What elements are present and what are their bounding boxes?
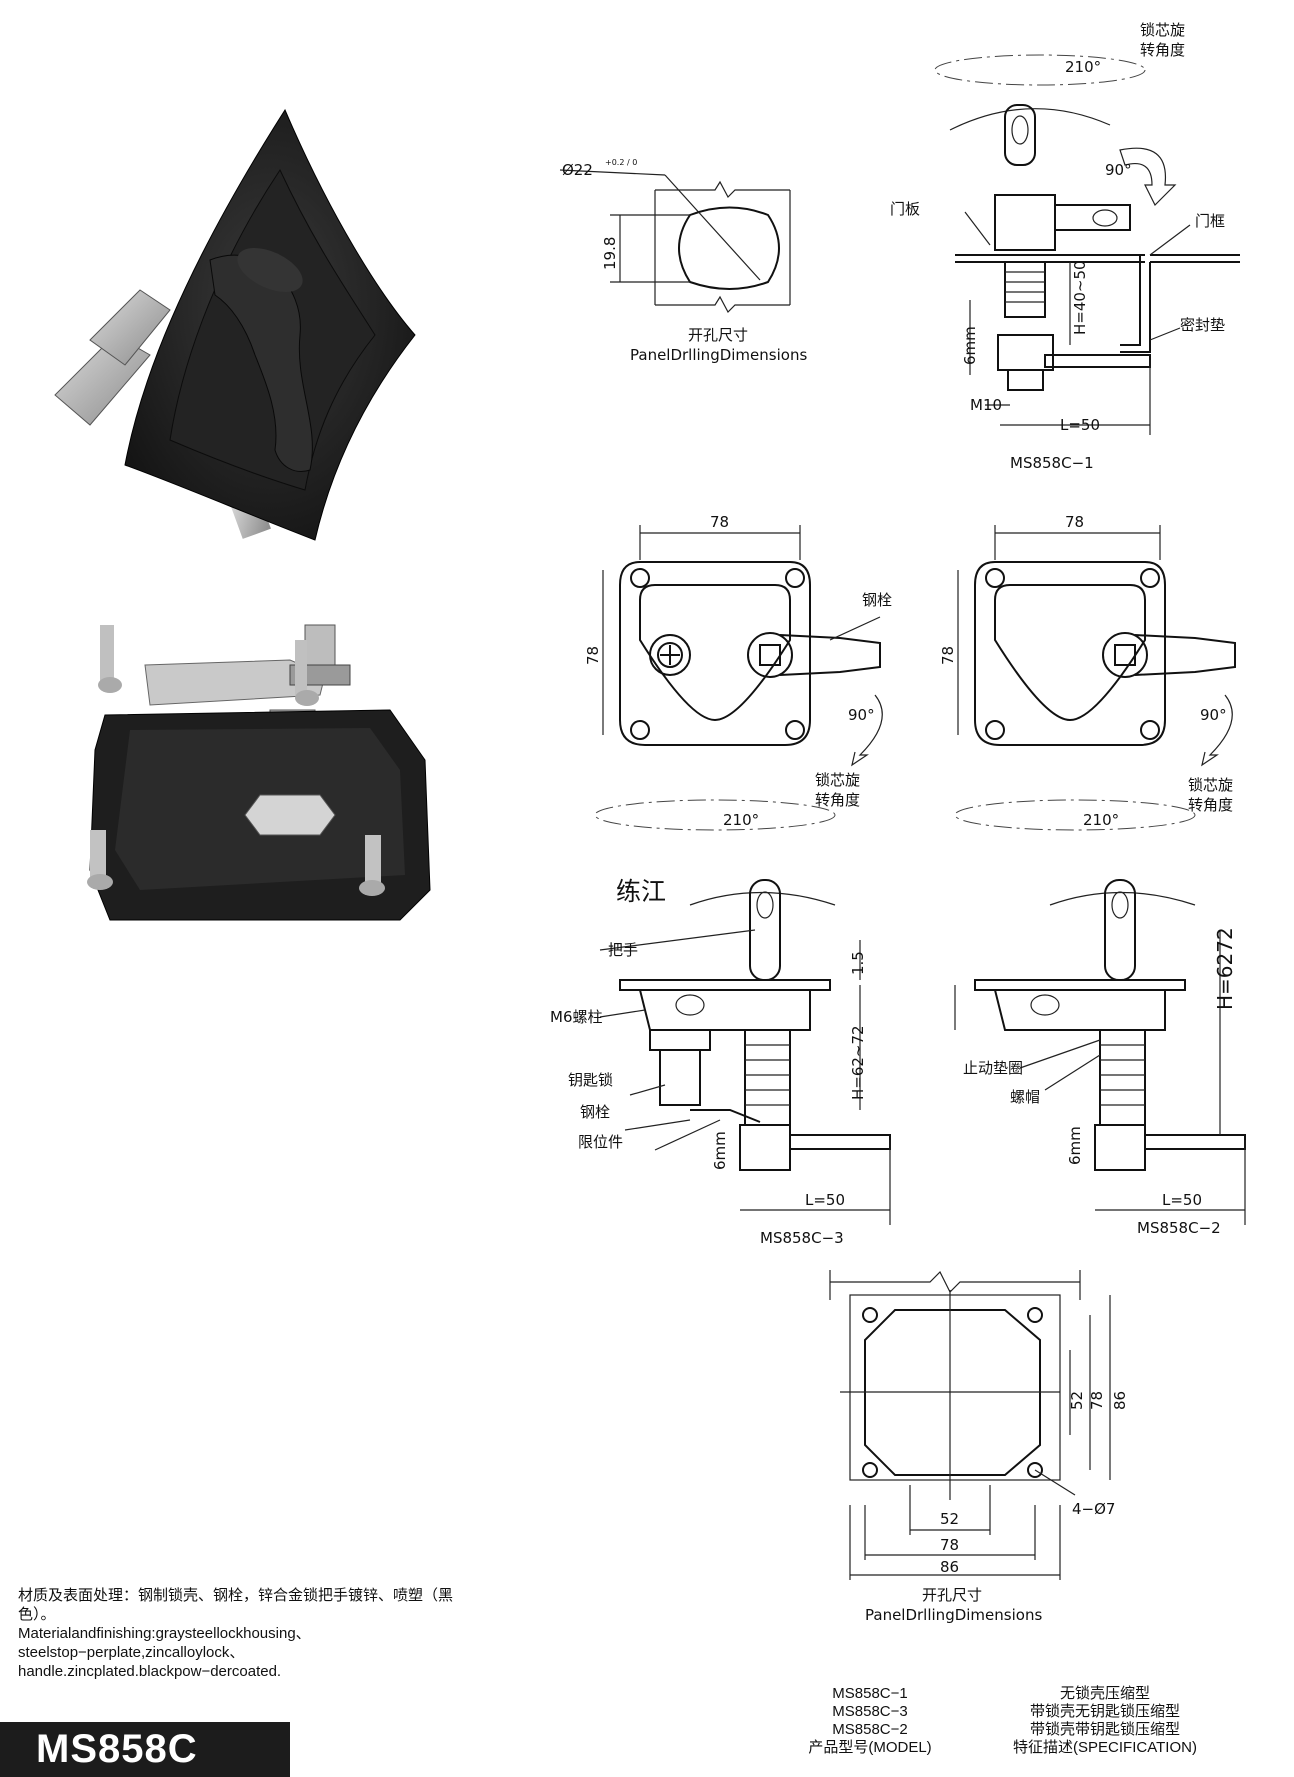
- limiter-label: 限位件: [578, 1133, 623, 1151]
- dim-52-bottom: 52: [940, 1510, 959, 1528]
- spec-row: MS858C−1 无锁壳压缩型: [832, 1685, 1150, 1702]
- material-cn: 材质及表面处理：钢制锁壳、钢栓，锌合金锁把手镀锌、喷塑（黑色）。: [18, 1587, 454, 1623]
- stop-washer-label: 止动垫圈: [963, 1059, 1023, 1077]
- dim-78-right-side: 78: [939, 646, 957, 665]
- model-caption-ms2: MS858C−2: [1137, 1219, 1221, 1237]
- handle-label: 把手: [608, 941, 638, 959]
- angle-90-top: 90°: [1105, 161, 1132, 179]
- drill-diagram-bottom: [829, 1270, 1111, 1580]
- spec-row: MS858C−3 带锁壳无钥匙锁压缩型: [832, 1703, 1180, 1720]
- holes-dim: 4−Ø7: [1072, 1500, 1115, 1518]
- product-photo-bottom: [87, 624, 431, 921]
- rotation-label-top-1: 锁芯旋: [1140, 21, 1185, 39]
- side-view-ms3: [599, 879, 891, 1225]
- drilling-cn-bottom: 开孔尺寸: [922, 1586, 982, 1604]
- side-view-ms2: [954, 879, 1246, 1225]
- front-view-right: [954, 525, 1236, 831]
- spec-row: MS858C−2 带锁壳带钥匙锁压缩型: [832, 1721, 1180, 1738]
- angle-90-left: 90°: [848, 706, 875, 724]
- mm6-dim-top: 6mm: [961, 326, 979, 365]
- mm6-dim-right: 6mm: [1066, 1126, 1084, 1165]
- spec-header-row: 产品型号(MODEL) 特征描述(SPECIFICATION): [808, 1739, 1197, 1756]
- seal-label: 密封垫: [1180, 316, 1225, 334]
- tolerance-dim: +0.2 / 0: [605, 158, 637, 167]
- angle-210-right: 210°: [1083, 811, 1119, 829]
- phi22-dim: Ø22: [562, 161, 593, 179]
- front-view-left: [594, 525, 883, 831]
- product-photo-top: [54, 108, 416, 541]
- steel-bolt-label-top: 钢栓: [862, 591, 892, 609]
- dim-86-bottom: 86: [940, 1558, 959, 1576]
- material-en: Materialandfinishing:graysteellockhousin…: [18, 1625, 311, 1680]
- rotation-label-mid-1: 锁芯旋: [815, 771, 860, 789]
- drilling-en-top: PanelDrllingDimensions: [630, 346, 807, 364]
- l50-dim-top: L=50: [1060, 416, 1100, 434]
- steel-bolt-label-side: 钢栓: [580, 1103, 610, 1121]
- dim-86-side: 86: [1111, 1391, 1129, 1410]
- h-40-50-dim: H=40~50: [1071, 260, 1089, 335]
- brand-mark-lianjiang: 练江: [616, 877, 666, 906]
- rotation-label-mid-2: 转角度: [815, 791, 860, 809]
- l50-dim-left: L=50: [805, 1191, 845, 1209]
- drill-diagram-top: [559, 169, 791, 313]
- model-banner: MS858C: [0, 1722, 290, 1777]
- angle-210-top: 210°: [1065, 58, 1101, 76]
- door-panel-label: 门板: [890, 200, 920, 218]
- drilling-en-bottom: PanelDrllingDimensions: [865, 1606, 1042, 1624]
- drilling-cn-top: 开孔尺寸: [688, 326, 748, 344]
- nut-label: 螺帽: [1010, 1088, 1040, 1106]
- model-caption-ms1: MS858C−1: [1010, 454, 1094, 472]
- angle-210-left: 210°: [723, 811, 759, 829]
- angle-90-right: 90°: [1200, 706, 1227, 724]
- dim-78-bottom: 78: [940, 1536, 959, 1554]
- m6-stud-label: M6螺柱: [550, 1008, 603, 1026]
- l50-dim-right: L=50: [1162, 1191, 1202, 1209]
- dim-78-left-top: 78: [710, 513, 729, 531]
- rotation-label-right-1: 锁芯旋: [1188, 776, 1233, 794]
- rotation-label-top-2: 转角度: [1140, 41, 1185, 59]
- d198-dim: 19.8: [601, 237, 619, 270]
- dim-78-left-side: 78: [584, 646, 602, 665]
- spec-table: MS858C−1 无锁壳压缩型 MS858C−3 带锁壳无钥匙锁压缩型 MS85…: [790, 1685, 1260, 1757]
- dim-78-right-top: 78: [1065, 513, 1084, 531]
- dim-78-bottom-side: 78: [1088, 1391, 1106, 1410]
- door-frame-label: 门框: [1195, 212, 1225, 230]
- material-description: 材质及表面处理：钢制锁壳、钢栓，锌合金锁把手镀锌、喷塑（黑色）。 Materia…: [18, 1586, 458, 1681]
- d15-dim: 1.5: [849, 951, 867, 975]
- model-caption-ms3: MS858C−3: [760, 1229, 844, 1247]
- h-6272-dim: H=6272: [1213, 927, 1237, 1010]
- dim-52-side: 52: [1068, 1391, 1086, 1410]
- rotation-label-right-2: 转角度: [1188, 796, 1233, 814]
- mm6-dim-left: 6mm: [711, 1131, 729, 1170]
- key-lock-label: 钥匙锁: [568, 1071, 613, 1089]
- h-62-72-dim: H=62~72: [849, 1025, 867, 1100]
- m10-dim: M10: [970, 396, 1002, 414]
- side-view-ms1: [934, 54, 1240, 435]
